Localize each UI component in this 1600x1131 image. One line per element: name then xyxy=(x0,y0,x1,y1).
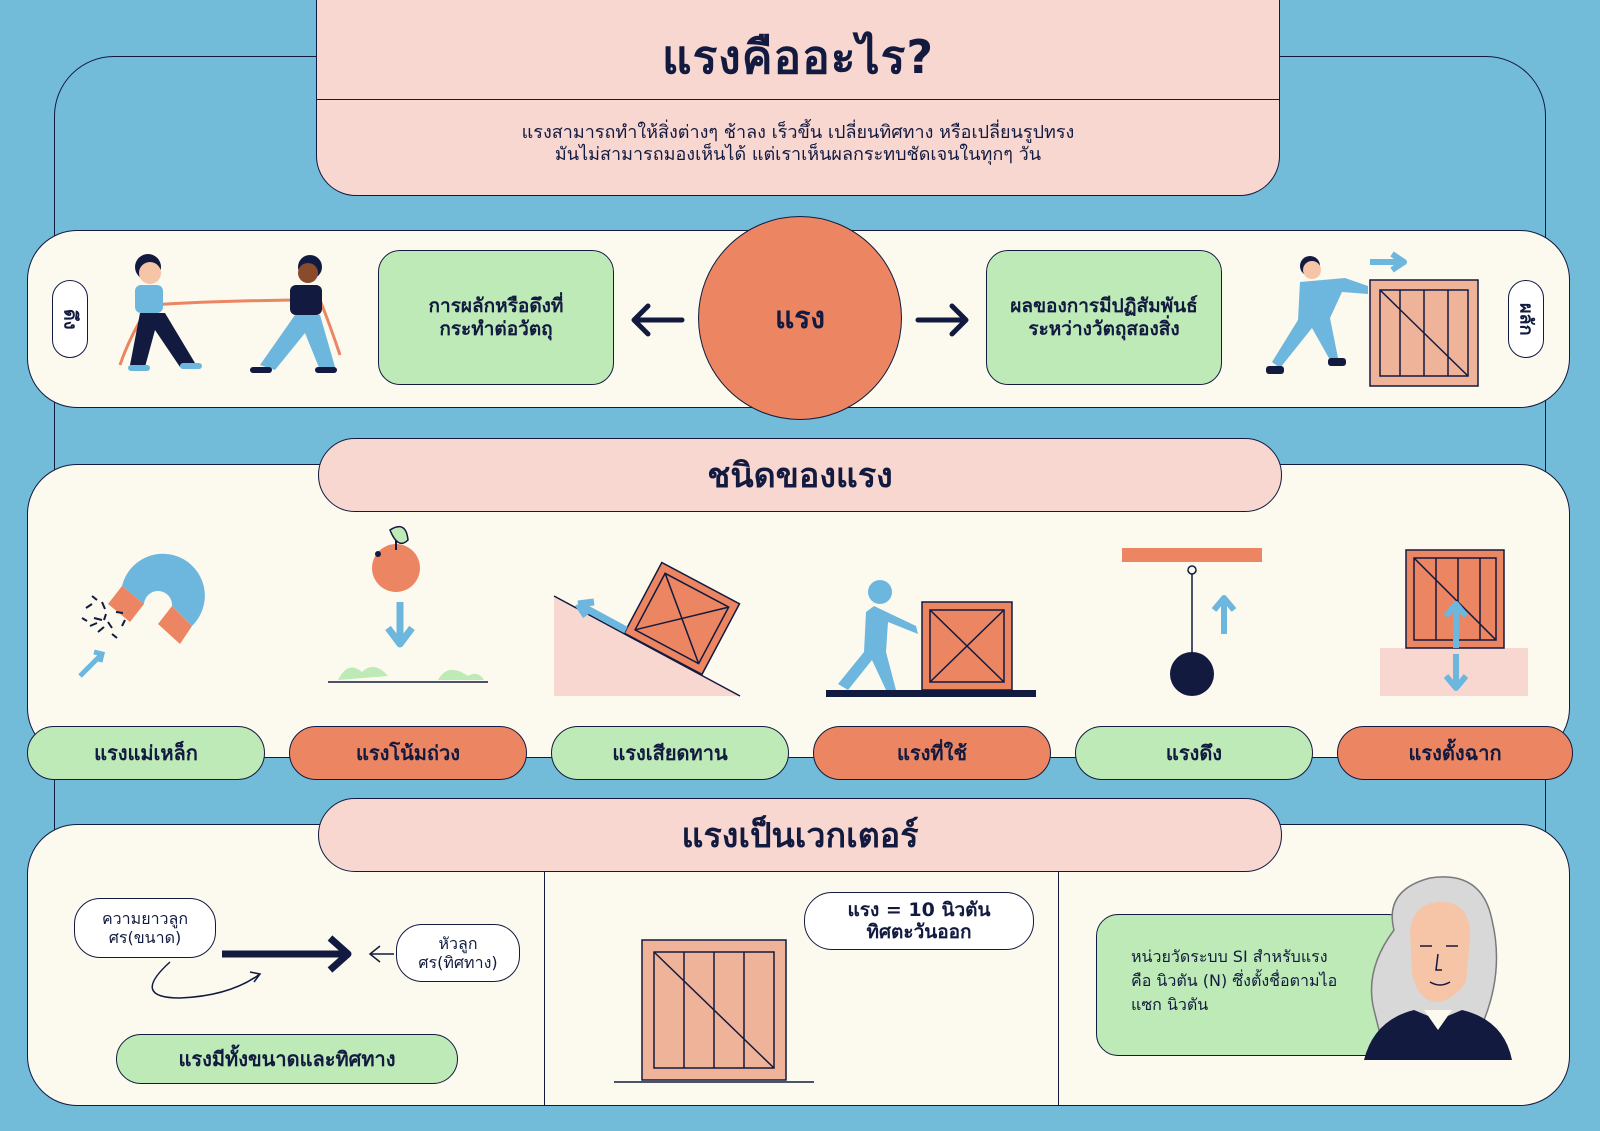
arrow-right-icon xyxy=(915,303,969,337)
vector-divider-2 xyxy=(1058,872,1059,1106)
types-title: ชนิดของแรง xyxy=(318,438,1282,512)
page-title: แรงคืออะไร? xyxy=(661,29,935,84)
vector-title: แรงเป็นเวกเตอร์ xyxy=(318,798,1282,872)
types-panel xyxy=(27,464,1570,758)
push-tag: ผลัก xyxy=(1508,280,1544,358)
push-crate-illustration xyxy=(1266,251,1479,387)
arrow-length-label: ความยาวลูกศร(ขนาด) xyxy=(74,898,216,958)
tug-of-war-illustration xyxy=(118,254,342,373)
pull-tag: ดึง xyxy=(52,280,88,358)
type-pill-gravity: แรงโน้มถ่วง xyxy=(289,726,527,780)
normal-force-icon xyxy=(1380,549,1528,696)
force-example-magnitude: แรง = 10 นิวตัน xyxy=(847,899,991,921)
arrow-head-label: หัวลูกศร(ทิศทาง) xyxy=(396,924,520,982)
description-line-2: มันไม่สามารถมองเห็นได้ แต่เราเห็นผลกระทบ… xyxy=(554,144,1042,165)
definition-box-right: ผลของการมีปฏิสัมพันธ์ระหว่างวัตถุสองสิ่ง xyxy=(986,250,1222,385)
vector-arrow-diagram xyxy=(151,935,394,999)
type-pill-applied: แรงที่ใช้ xyxy=(813,726,1051,780)
newton-portrait xyxy=(1364,876,1512,1060)
force-example-label: แรง = 10 นิวตัน ทิศตะวันออก xyxy=(804,892,1034,950)
type-pill-magnetic: แรงแม่เหล็ก xyxy=(27,726,265,780)
definition-box-left: การผลักหรือดึงที่กระทำต่อวัตถุ xyxy=(378,250,614,385)
header-card xyxy=(316,0,1280,196)
apple-gravity-icon xyxy=(328,525,488,683)
header-divider xyxy=(316,99,1280,100)
types-pill-row: แรงแม่เหล็ก แรงโน้มถ่วง แรงเสียดทาน แรงท… xyxy=(27,726,1573,780)
description-line-1: แรงสามารถทำให้สิ่งต่างๆ ช้าลง เร็วขึ้น เ… xyxy=(521,122,1075,143)
friction-slope-icon xyxy=(553,561,741,697)
header-description: แรงสามารถทำให้สิ่งต่างๆ ช้าลง เร็วขึ้น เ… xyxy=(316,118,1280,170)
force-example-direction: ทิศตะวันออก xyxy=(866,921,972,943)
arrow-left-icon xyxy=(631,303,685,337)
crate-icon xyxy=(614,939,814,1083)
force-circle: แรง xyxy=(698,216,902,420)
applied-force-icon xyxy=(826,580,1036,697)
vector-summary-pill: แรงมีทั้งขนาดและทิศทาง xyxy=(116,1034,458,1084)
type-pill-normal: แรงตั้งฉาก xyxy=(1337,726,1573,780)
magnet-icon xyxy=(78,553,205,678)
type-pill-tension: แรงดึง xyxy=(1075,726,1313,780)
si-unit-box: หน่วยวัดระบบ SI สำหรับแรงคือ นิวตัน (N) … xyxy=(1096,914,1410,1056)
tension-pendulum-icon xyxy=(1122,548,1262,696)
vector-divider-1 xyxy=(544,872,545,1106)
type-pill-friction: แรงเสียดทาน xyxy=(551,726,789,780)
